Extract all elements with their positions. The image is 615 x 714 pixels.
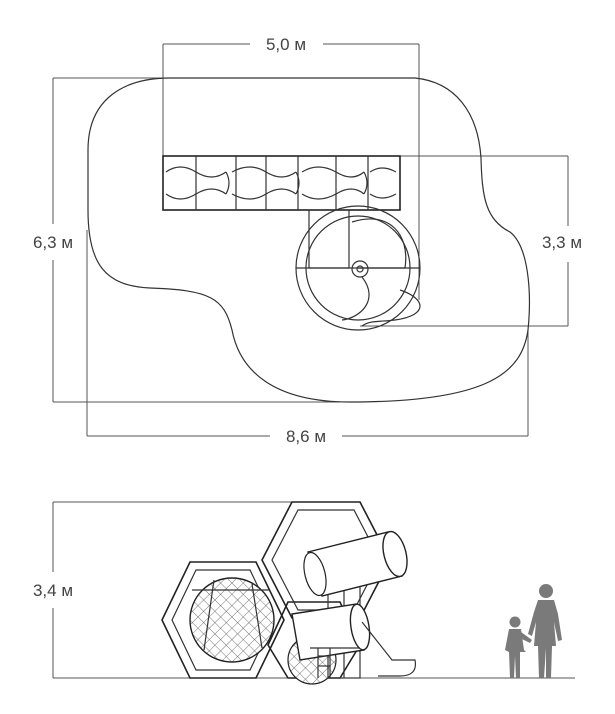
tube-slide: [291, 530, 417, 679]
dimension-label-height-left: 6,3 м: [33, 233, 73, 252]
tunnel-curves: [165, 166, 397, 200]
dimension-bottom: 8,6 м: [86, 230, 529, 446]
plan-view: 5,0 м 6,3 м 3,3 м 8,6 м: [33, 35, 582, 446]
scale-figures: [505, 584, 562, 678]
elevation-view: 3,4 м: [33, 501, 575, 685]
spiral-slide-top: [295, 205, 421, 331]
dimension-label-width-top: 5,0 м: [266, 35, 306, 54]
child-silhouette-icon: [505, 616, 532, 678]
ladder: [317, 648, 331, 678]
safety-zone-outline: [87, 77, 530, 403]
tunnel-modules: [162, 155, 401, 211]
dimension-label-height-elevation: 3,4 м: [33, 581, 73, 600]
hexagon-module-left: [161, 561, 285, 679]
adult-silhouette-icon: [528, 584, 562, 678]
dimension-left: 6,3 м: [33, 77, 340, 403]
dimension-label-height-right: 3,3 м: [542, 233, 582, 252]
tunnel-module-dividers: [195, 156, 369, 210]
dimension-label-width-bottom: 8,6 м: [286, 427, 326, 446]
dimension-right: 3,3 м: [360, 155, 582, 327]
